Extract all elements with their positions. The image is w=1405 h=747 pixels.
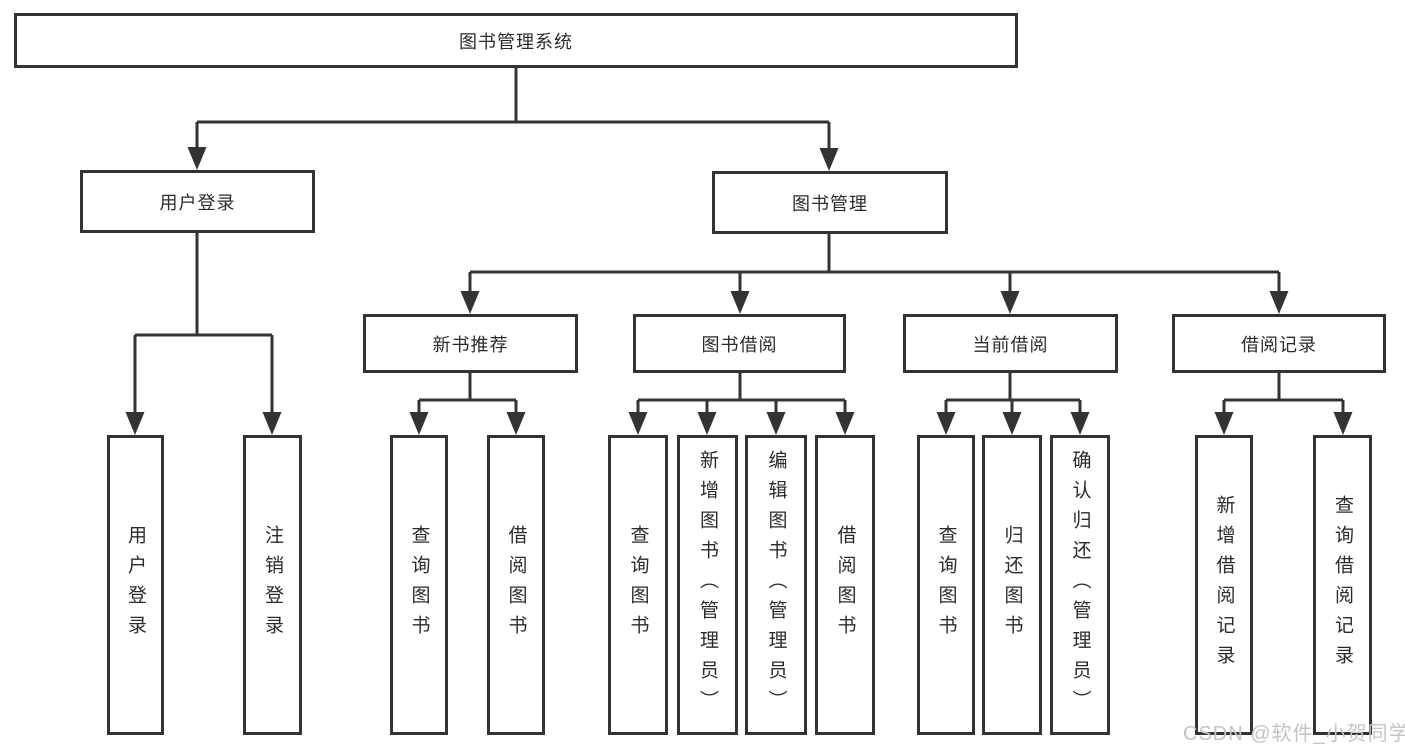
leaf-logout: 注销登录 [243, 435, 302, 735]
node-new-book-recommend: 新书推荐 [363, 314, 578, 373]
csdn-watermark: CSDN @软件_小贺同学 [1183, 723, 1405, 745]
node-book-borrow: 图书借阅 [633, 314, 846, 373]
leaf-borrow-books-recommend: 借阅图书 [487, 435, 545, 735]
leaf-edit-book-admin: 编辑图书（管理员） [745, 435, 807, 735]
leaf-query-books-recommend: 查询图书 [390, 435, 448, 735]
node-book-management: 图书管理 [712, 171, 948, 234]
leaf-confirm-return-admin: 确认归还（管理员） [1050, 435, 1110, 735]
leaf-user-login: 用户登录 [107, 435, 164, 735]
leaf-return-book: 归还图书 [982, 435, 1042, 735]
leaf-add-borrow-record: 新增借阅记录 [1195, 435, 1253, 735]
leaf-query-borrow-record: 查询借阅记录 [1313, 435, 1372, 735]
leaf-add-book-admin: 新增图书（管理员） [677, 435, 738, 735]
node-user-login: 用户登录 [80, 170, 315, 233]
node-current-borrow: 当前借阅 [903, 314, 1118, 373]
node-borrow-records: 借阅记录 [1172, 314, 1386, 373]
leaf-query-books-borrow: 查询图书 [608, 435, 668, 735]
node-library-system: 图书管理系统 [14, 13, 1018, 68]
leaf-query-books-current: 查询图书 [917, 435, 975, 735]
leaf-borrow-books: 借阅图书 [815, 435, 875, 735]
